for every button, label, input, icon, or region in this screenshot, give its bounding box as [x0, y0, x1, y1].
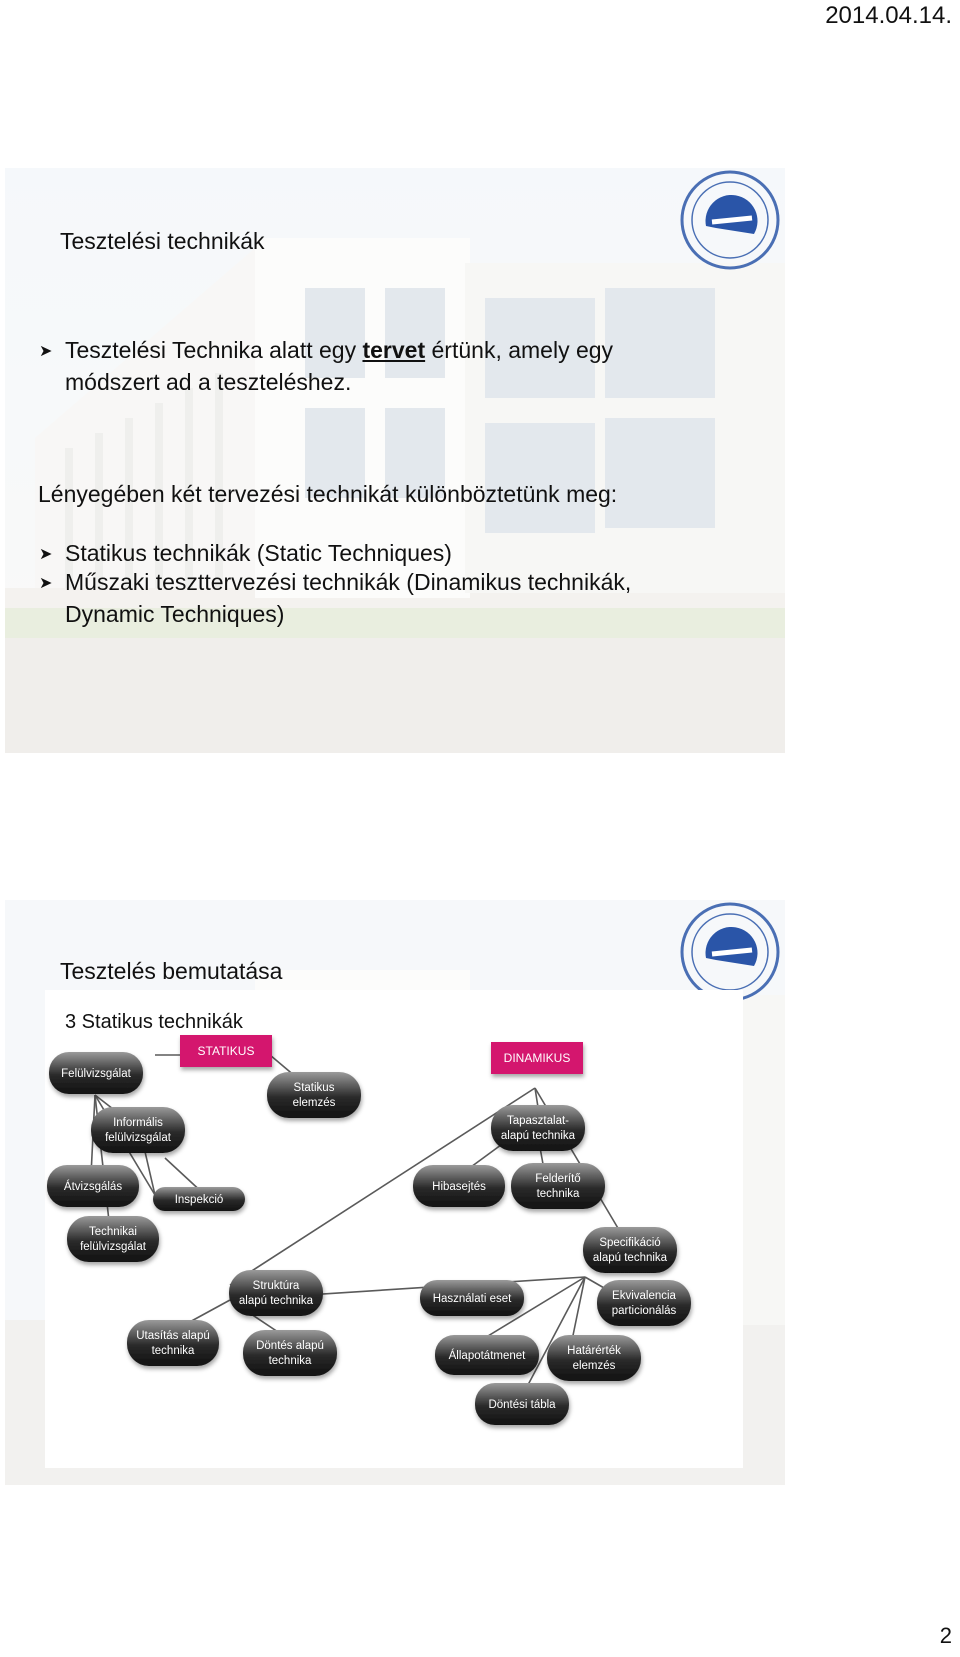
svg-text:DINAMIKUS: DINAMIKUS	[504, 1051, 571, 1065]
page-number: 2	[939, 1623, 952, 1648]
university-logo-icon	[680, 170, 780, 270]
bullet-continuation: Dynamic Techniques)	[65, 601, 285, 627]
techniques-diagram: 3 Statikus technikák	[45, 990, 743, 1468]
svg-text:Ekvivalencia: Ekvivalencia	[612, 1290, 677, 1302]
node-hasznalati-eset: Használati eset	[420, 1280, 524, 1316]
svg-text:STATIKUS: STATIKUS	[198, 1044, 255, 1058]
svg-text:particionálás: particionálás	[612, 1305, 677, 1317]
node-technikai-felulvizsgalat: Technikai felülvizsgálat	[67, 1216, 159, 1262]
svg-text:elemzés: elemzés	[293, 1097, 336, 1109]
arrow-bullet-icon: ➤	[39, 546, 53, 563]
slide-1-title: Tesztelési technikák	[60, 228, 265, 254]
slide-1: Tesztelési technikák ➤Tesztelési Technik…	[5, 168, 785, 753]
svg-text:elemzés: elemzés	[573, 1360, 616, 1372]
photo-veil	[5, 168, 785, 753]
svg-text:alapú technika: alapú technika	[239, 1295, 314, 1307]
svg-text:Döntés alapú: Döntés alapú	[256, 1340, 324, 1352]
node-statikus-elemzes: Statikus elemzés	[267, 1072, 361, 1118]
svg-text:Használati eset: Használati eset	[433, 1293, 512, 1305]
svg-text:Hibasejtés: Hibasejtés	[432, 1181, 486, 1193]
svg-text:alapú technika: alapú technika	[501, 1130, 576, 1142]
svg-text:Felderítő: Felderítő	[535, 1173, 580, 1185]
svg-text:Struktúra: Struktúra	[253, 1280, 300, 1292]
svg-text:Inspekció: Inspekció	[175, 1194, 224, 1206]
node-dontes-alapu: Döntés alapú technika	[243, 1330, 337, 1376]
node-specifikacio-alapu: Specifikáció alapú technika	[583, 1227, 677, 1273]
node-felulvizsgalat: Felülvizsgálat	[49, 1052, 143, 1094]
dinamikus-category-box: DINAMIKUS	[491, 1042, 583, 1074]
bullet-dynamic-techniques: ➤Műszaki teszttervezési technikák (Dinam…	[39, 567, 759, 629]
node-allapotatmenet: Állapotátmenet	[435, 1335, 539, 1375]
bullet-technique-definition: ➤Tesztelési Technika alatt egy tervet ér…	[39, 335, 759, 397]
university-logo-icon	[680, 902, 780, 1002]
page-date: 2014.04.14.	[825, 2, 952, 29]
slide-2-title: Tesztelés bemutatása	[60, 958, 283, 984]
node-utasitas-alapu: Utasítás alapú technika	[127, 1320, 219, 1366]
svg-text:alapú technika: alapú technika	[593, 1252, 668, 1264]
bullet-continuation: módszert ad a teszteléshez.	[65, 369, 352, 395]
svg-text:Statikus: Statikus	[294, 1082, 335, 1094]
node-hibasejtes: Hibasejtés	[413, 1165, 505, 1207]
node-hatarertek-elemzes: Határérték elemzés	[547, 1335, 641, 1381]
svg-text:felülvizsgálat: felülvizsgálat	[80, 1241, 147, 1253]
statikus-category-box: STATIKUS	[180, 1035, 272, 1067]
node-atvizsgalas: Átvizsgálás	[47, 1165, 139, 1207]
svg-text:Tapasztalat-: Tapasztalat-	[507, 1115, 569, 1127]
svg-text:Informális: Informális	[113, 1117, 163, 1129]
node-tapasztalat-alapu: Tapasztalat- alapú technika	[491, 1105, 585, 1151]
diagram-heading: 3 Statikus technikák	[65, 1011, 244, 1033]
svg-text:Specifikáció: Specifikáció	[599, 1237, 660, 1249]
svg-text:Állapotátmenet: Állapotátmenet	[449, 1349, 527, 1362]
svg-text:Technikai: Technikai	[89, 1226, 137, 1238]
svg-text:Határérték: Határérték	[567, 1345, 621, 1357]
node-informalis-felulvizsgalat: Informális felülvizsgálat	[91, 1107, 185, 1153]
slide-2: Tesztelés bemutatása 3 Statikus techniká…	[5, 900, 785, 1485]
svg-text:felülvizsgálat: felülvizsgálat	[105, 1132, 172, 1144]
node-struktura-alapu: Struktúra alapú technika	[229, 1270, 323, 1316]
emphasis-word: tervet	[362, 337, 426, 363]
svg-text:technika: technika	[269, 1355, 312, 1367]
arrow-bullet-icon: ➤	[39, 343, 53, 360]
node-inspekcio: Inspekció	[153, 1187, 245, 1211]
building-photo-background	[5, 168, 785, 753]
bullet-static-techniques: ➤Statikus technikák (Static Techniques)	[39, 538, 759, 570]
node-dontesi-tabla: Döntési tábla	[475, 1383, 569, 1425]
svg-text:technika: technika	[152, 1345, 195, 1357]
svg-text:Utasítás alapú: Utasítás alapú	[136, 1330, 210, 1342]
svg-text:Felülvizsgálat: Felülvizsgálat	[61, 1068, 131, 1080]
arrow-bullet-icon: ➤	[39, 575, 53, 592]
svg-text:Átvizsgálás: Átvizsgálás	[64, 1180, 122, 1193]
svg-text:Döntési tábla: Döntési tábla	[488, 1399, 556, 1411]
node-felderito-technika: Felderítő technika	[511, 1163, 605, 1209]
intro-text: Lényegében két tervezési technikát külön…	[38, 481, 618, 507]
svg-text:technika: technika	[537, 1188, 580, 1200]
node-ekvivalencia-particionalas: Ekvivalencia particionálás	[597, 1280, 691, 1326]
